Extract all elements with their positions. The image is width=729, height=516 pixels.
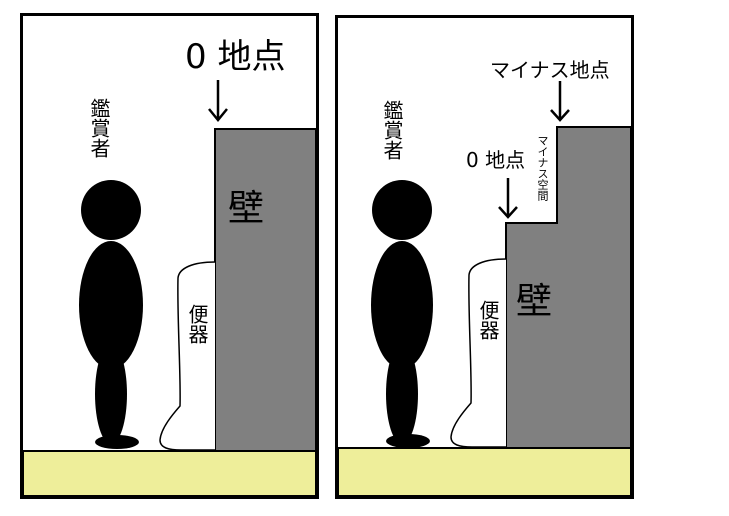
- wall-label: 壁: [516, 281, 553, 322]
- zero-point-label: 0 地点: [466, 148, 526, 172]
- toilet-label: 便器: [476, 300, 500, 340]
- viewer-label: 鑑賞者: [380, 100, 404, 160]
- down-arrow-icon: [208, 80, 228, 122]
- right-panel-drawing: [338, 81, 631, 496]
- viewer-figure: [79, 180, 143, 449]
- toilet-outline: [159, 261, 216, 451]
- viewer-label: 鑑賞者: [87, 98, 111, 158]
- floor: [338, 447, 631, 496]
- floor: [23, 450, 316, 496]
- right-panel: マイナス地点 0 地点 マイナス空間 鑑賞者 壁 便器: [335, 15, 634, 499]
- wall: [214, 128, 316, 452]
- down-arrow-icon: [498, 178, 518, 219]
- down-arrow-icon: [550, 81, 570, 122]
- minus-space-label: マイナス空間: [536, 135, 549, 201]
- zero-point-label: 0 地点: [185, 37, 286, 77]
- minus-point-label: マイナス地点: [490, 58, 610, 82]
- viewer-figure: [371, 180, 433, 448]
- toilet-outline: [450, 258, 507, 448]
- left-panel-drawing: [23, 80, 316, 496]
- toilet-label: 便器: [185, 304, 209, 344]
- left-panel: 0 地点 鑑賞者 壁 便器: [20, 13, 319, 499]
- wall-label: 壁: [228, 188, 265, 229]
